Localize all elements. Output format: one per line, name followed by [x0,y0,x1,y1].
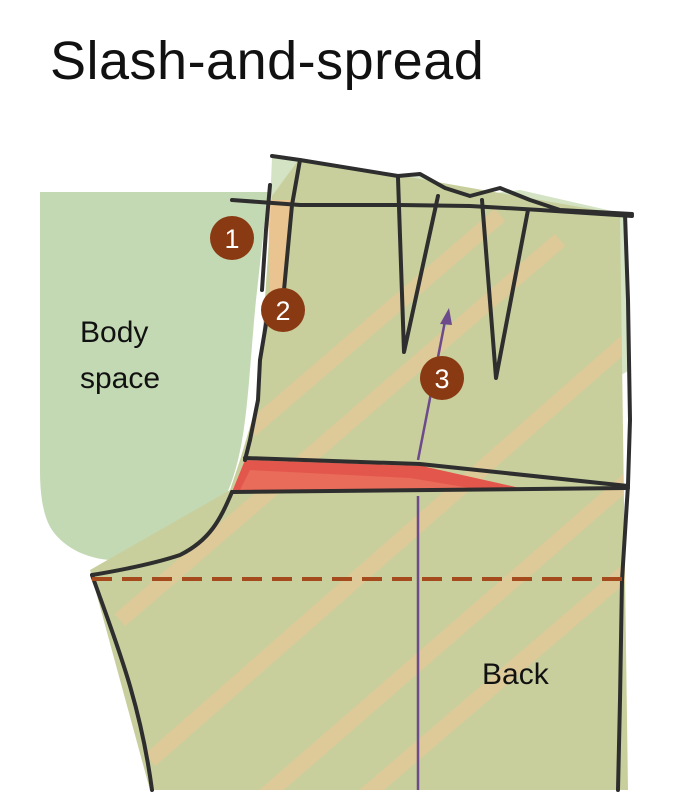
marker-1-text: 1 [224,224,239,254]
body-space-label-line2: space [80,362,160,395]
crotch-extension-strip [268,200,292,300]
marker-3-text: 3 [434,364,449,394]
marker-3: 3 [420,356,464,400]
marker-1: 1 [210,216,254,260]
body-space-label-line1: Body [80,316,148,349]
body-space-region [40,192,268,561]
back-label: Back [482,658,550,691]
page-title: Slash-and-spread [50,31,485,91]
marker-2-text: 2 [275,296,290,326]
pattern-outline [90,154,634,792]
marker-2: 2 [261,288,305,332]
